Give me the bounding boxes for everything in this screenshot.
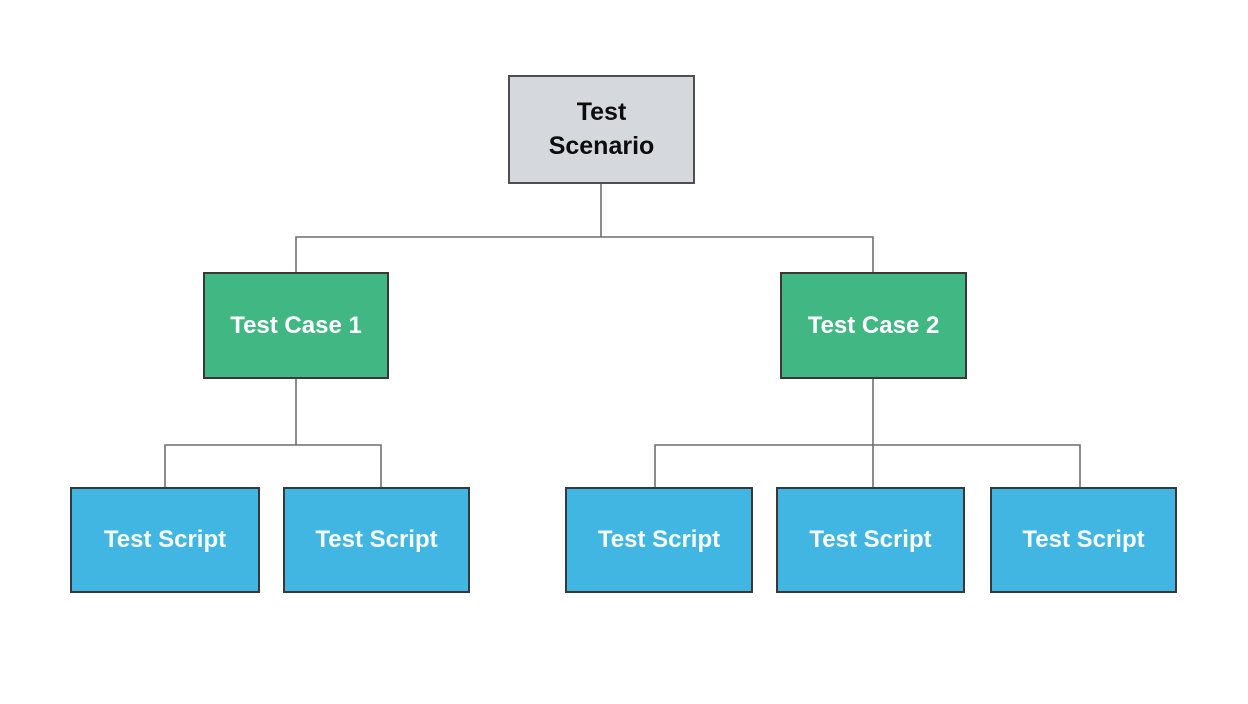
node-test-case-1[interactable]: Test Case 1 [203, 272, 389, 379]
node-test-script-1-label: Test Script [103, 526, 227, 553]
node-test-script-3[interactable]: Test Script [565, 487, 753, 593]
edge-rail-cases [295, 236, 874, 272]
node-test-script-2[interactable]: Test Script [283, 487, 470, 593]
node-test-script-5[interactable]: Test Script [990, 487, 1177, 593]
node-test-script-4-label: Test Script [809, 526, 932, 553]
node-test-case-2-label: Test Case 2 [807, 311, 940, 339]
node-test-script-1[interactable]: Test Script [70, 487, 260, 593]
node-test-scenario-label: Test Scenario [548, 97, 655, 160]
node-test-scenario[interactable]: Test Scenario [508, 75, 695, 184]
node-test-script-5-label: Test Script [1022, 526, 1145, 553]
node-test-script-3-label: Test Script [597, 526, 721, 553]
node-test-case-2[interactable]: Test Case 2 [780, 272, 967, 379]
node-test-case-1-label: Test Case 1 [230, 311, 362, 339]
node-test-script-2-label: Test Script [315, 526, 438, 553]
node-test-script-4[interactable]: Test Script [776, 487, 965, 593]
edge-case1-rail [164, 444, 382, 487]
edge-case2-rail [654, 444, 1081, 487]
